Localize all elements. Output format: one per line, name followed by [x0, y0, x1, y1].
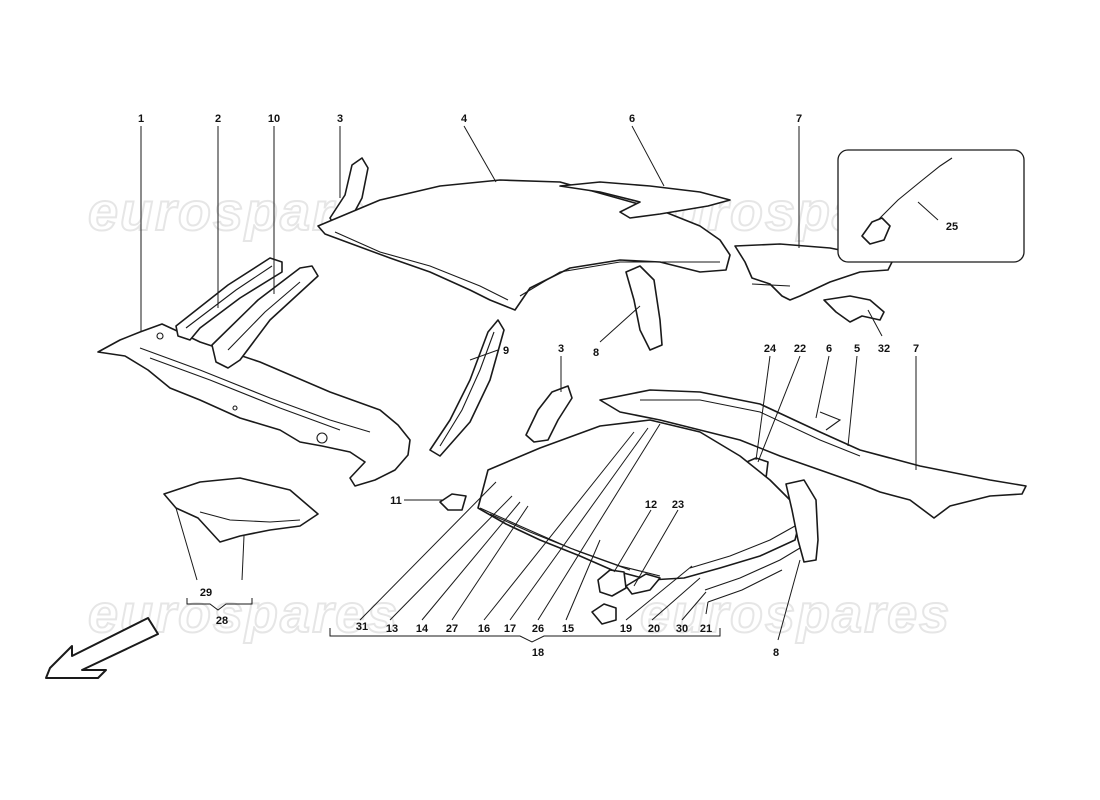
antenna-inset-box [837, 149, 1025, 263]
callout-label: 7 [796, 113, 802, 125]
callout-label: 17 [504, 623, 516, 635]
callout-label: 22 [794, 343, 806, 355]
callout-label: 32 [878, 343, 890, 355]
callout-label: 14 [416, 623, 429, 635]
callout-label: 12 [645, 499, 657, 511]
callout-label: 29 [200, 587, 212, 599]
roof-pillar-lower-part[interactable] [785, 479, 819, 563]
callout-label: 3 [337, 113, 343, 125]
callout-label: 11 [390, 495, 402, 507]
callout-label: 18 [532, 647, 544, 659]
callout-label: 25 [946, 221, 958, 233]
callout-label: 30 [676, 623, 688, 635]
bracket-part[interactable] [823, 295, 885, 323]
callout-labels: 1 2 10 3 4 6 7 25 32 8 9 3 24 22 6 5 7 1… [138, 113, 958, 659]
callout-label: 24 [764, 343, 777, 355]
leader-lines [140, 125, 939, 643]
lower-pillar-piece-part[interactable] [525, 385, 573, 443]
callout-label: 10 [268, 113, 280, 125]
storage-cover-part[interactable] [163, 477, 319, 543]
callout-label: 3 [558, 343, 564, 355]
callout-label: 1 [138, 113, 144, 125]
lock-part[interactable] [591, 603, 617, 625]
callout-label: 8 [773, 647, 779, 659]
callout-label: 21 [700, 623, 712, 635]
windscreen-crossmember-part[interactable] [97, 323, 411, 487]
watermark-bottom-right: eurospares [640, 584, 951, 644]
rear-quarter-window-part[interactable] [559, 181, 731, 219]
pillar-trim-part[interactable] [211, 265, 319, 369]
callout-label: 13 [386, 623, 398, 635]
callout-label: 26 [532, 623, 544, 635]
callout-label: 15 [562, 623, 574, 635]
callout-label: 20 [648, 623, 660, 635]
callout-label: 7 [913, 343, 919, 355]
callout-label: 6 [629, 113, 635, 125]
callout-label: 28 [216, 615, 228, 627]
roof-pillar-upper-part[interactable] [625, 265, 663, 351]
callout-label: 4 [461, 113, 468, 125]
hardtop-bracket-part[interactable] [439, 493, 467, 511]
callout-label: 27 [446, 623, 458, 635]
lock-cover-part[interactable] [597, 569, 627, 597]
callout-label: 23 [672, 499, 684, 511]
callout-label: 8 [593, 347, 599, 359]
windscreen-pillar-part[interactable] [175, 257, 283, 341]
front-direction-arrow-icon [45, 617, 159, 679]
a-pillar-trim-part[interactable] [429, 319, 505, 457]
hardtop-side-panels-part[interactable] [599, 389, 1027, 519]
callout-label: 5 [854, 343, 860, 355]
callout-label: 31 [356, 621, 368, 633]
callout-label: 6 [826, 343, 832, 355]
seal-part[interactable] [625, 573, 661, 595]
callout-label: 16 [478, 623, 490, 635]
callout-label: 19 [620, 623, 632, 635]
callout-label: 2 [215, 113, 221, 125]
callout-label: 9 [503, 345, 509, 357]
hardtop-panel-part[interactable] [477, 419, 801, 603]
